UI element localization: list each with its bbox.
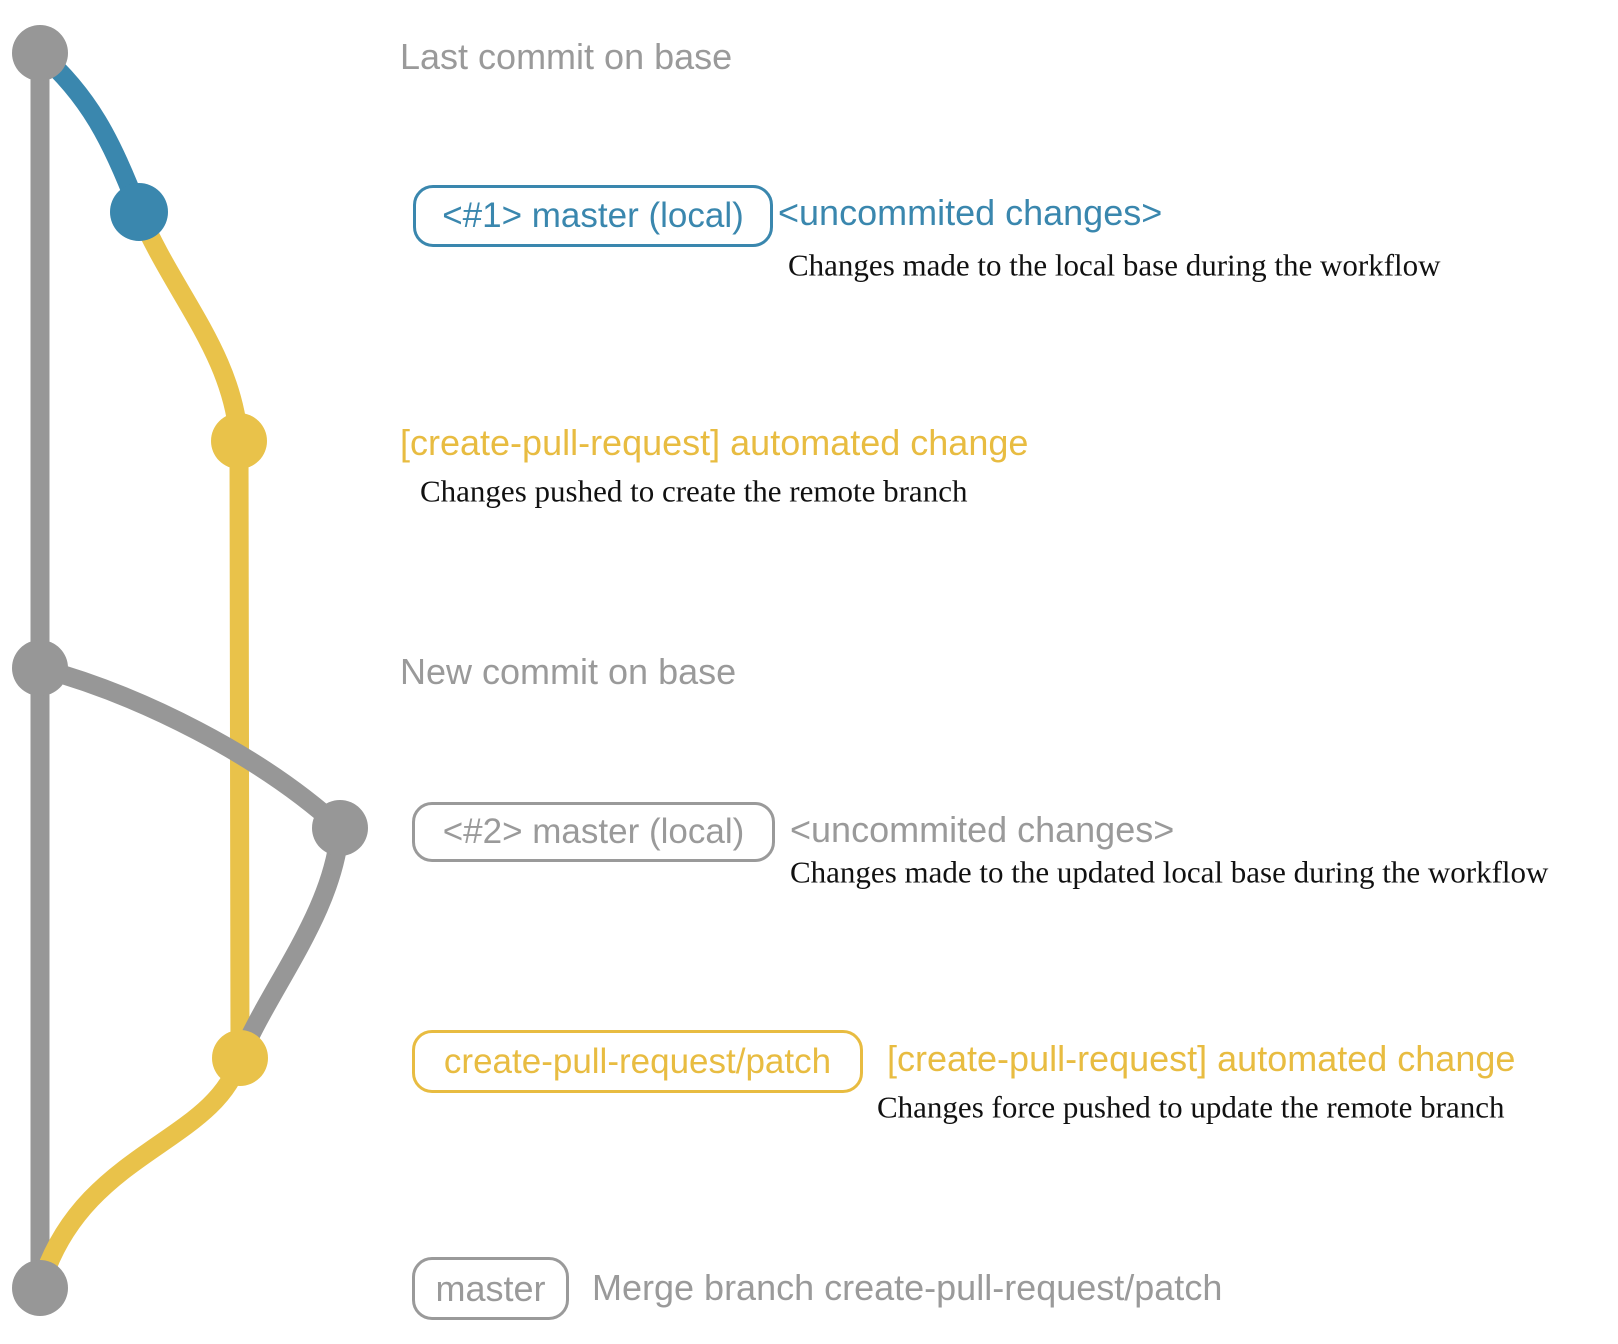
commit-message-automated-1: [create-pull-request] automated change: [400, 422, 1029, 463]
commit-message-merge: Merge branch create-pull-request/patch: [592, 1267, 1223, 1308]
branch-badge-master-local-1: <#1> master (local): [413, 185, 773, 247]
commit-dot-patch-2: [212, 1030, 268, 1086]
annotation-local-2: Changes made to the updated local base d…: [790, 854, 1549, 890]
annotation-push: Changes pushed to create the remote bran…: [420, 473, 968, 509]
branch-badge-master-local-2: <#2> master (local): [412, 802, 775, 862]
commit-dot-patch-1: [211, 413, 267, 469]
commit-dot-local-2: [312, 800, 368, 856]
commit-message-uncommited-1: <uncommited changes>: [778, 192, 1163, 233]
commit-message-automated-2: [create-pull-request] automated change: [887, 1038, 1516, 1079]
commit-message-uncommited-2: <uncommited changes>: [790, 809, 1175, 850]
caption-last-commit: Last commit on base: [400, 36, 733, 77]
commit-dot-last-base: [12, 25, 68, 81]
commit-dot-local-1: [110, 183, 168, 241]
annotation-force-push: Changes force pushed to update the remot…: [877, 1089, 1505, 1125]
branch-badge-patch: create-pull-request/patch: [412, 1030, 863, 1093]
caption-new-commit: New commit on base: [400, 651, 737, 692]
annotation-local-1: Changes made to the local base during th…: [788, 247, 1441, 283]
patch-merge-curve: [30, 1048, 250, 1298]
base-update-curve: [30, 658, 350, 1068]
branch-badge-master: master: [412, 1257, 569, 1320]
commit-dot-merge: [12, 1260, 68, 1316]
patch-branch-curve-top: [129, 202, 249, 451]
commit-dot-new-base: [12, 640, 68, 696]
